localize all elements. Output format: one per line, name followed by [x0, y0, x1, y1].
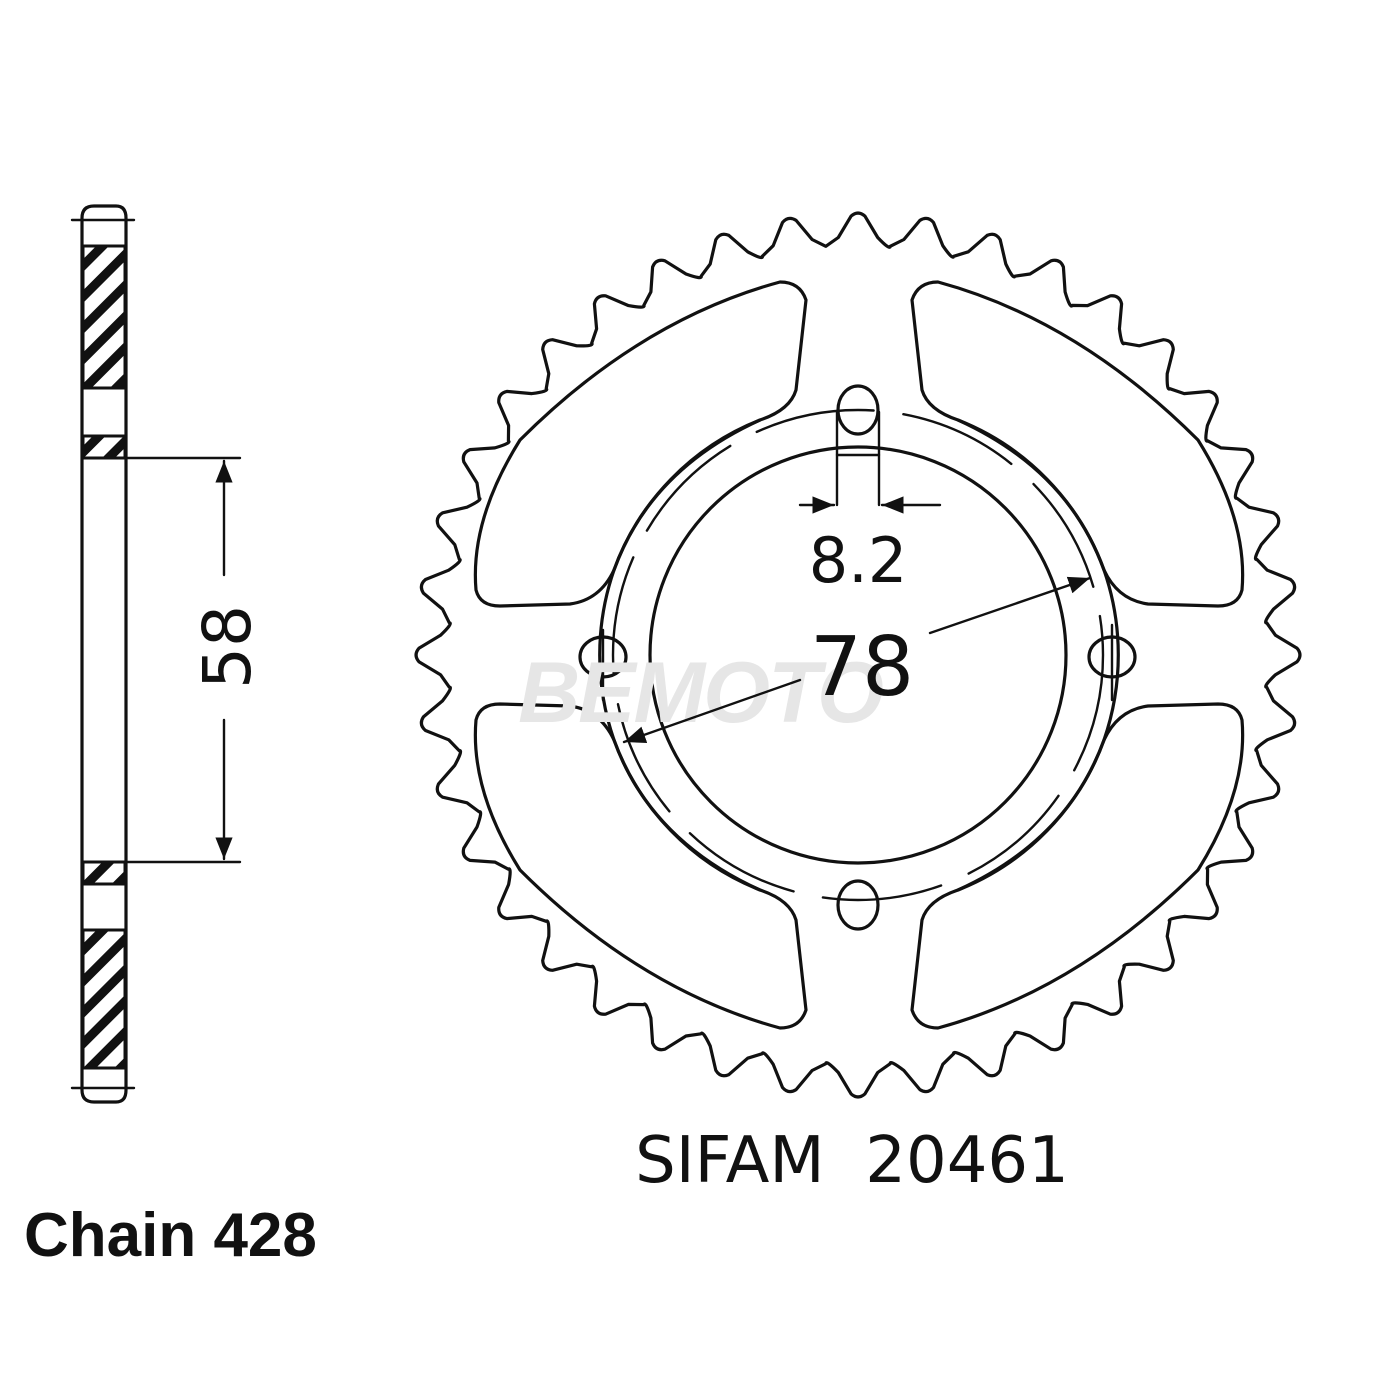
front-view: 8.2 BEMOTO 78	[414, 211, 1302, 1099]
bolt-circle-label: 78	[810, 620, 914, 715]
bolt-circle	[611, 408, 1105, 902]
side-view: 58	[70, 204, 266, 1104]
sprocket-teeth	[414, 211, 1302, 1099]
watermark: BEMOTO	[518, 645, 883, 741]
bolt-hole-label: 8.2	[809, 524, 908, 597]
center-bore	[648, 445, 1068, 865]
part-number-label: SIFAM 20461	[635, 1124, 1069, 1198]
bolt-holes	[578, 384, 1137, 931]
bolt-circle-dimension: 78	[622, 576, 1092, 744]
hub-ring	[598, 418, 1120, 892]
height-dimension-label: 58	[189, 605, 266, 689]
bolt-hole-dimension: 8.2	[798, 410, 942, 597]
chain-size-label: Chain 428	[24, 1201, 317, 1270]
